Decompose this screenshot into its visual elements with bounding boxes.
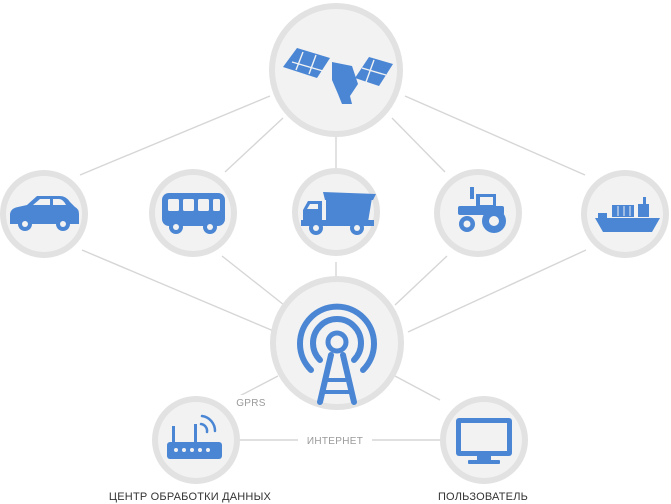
connector-ship-tower: [407, 249, 587, 333]
connector-satellite-bus: [224, 117, 284, 173]
cell-tower-node: [270, 276, 404, 410]
satellite-node: [269, 3, 403, 137]
connector-bus-tower: [221, 255, 285, 306]
connector-satellite-tractor: [391, 117, 446, 173]
ship-node: [581, 170, 669, 258]
user-caption: ПОЛЬЗОВАТЕЛЬ: [438, 491, 528, 503]
dump-truck-node: [292, 168, 380, 256]
cargo-ship-icon: [595, 197, 660, 232]
cell-tower-icon: [297, 303, 377, 405]
connector-satellite-car: [79, 95, 271, 176]
monitor-icon: [456, 418, 512, 464]
gprs-label: GPRS: [236, 398, 266, 409]
router-icon: [167, 414, 222, 459]
router-node: [152, 396, 240, 484]
connector-car-tower: [81, 249, 277, 333]
satellite-icon: [283, 48, 393, 104]
bus-node: [149, 169, 237, 257]
tractor-icon: [458, 187, 506, 233]
tractor-node: [434, 169, 522, 257]
internet-label: ИНТЕРНЕТ: [307, 436, 363, 447]
connector-tower-monitor: [394, 375, 441, 401]
car-node: [0, 170, 88, 258]
dump-truck-icon: [301, 192, 376, 235]
data-center-caption: ЦЕНТР ОБРАБОТКИ ДАННЫХ: [109, 491, 272, 503]
car-icon: [10, 196, 79, 231]
bus-icon: [162, 193, 225, 234]
connector-satellite-ship: [404, 95, 586, 176]
connector-tractor-tower: [394, 255, 448, 306]
monitor-node: [440, 396, 528, 484]
